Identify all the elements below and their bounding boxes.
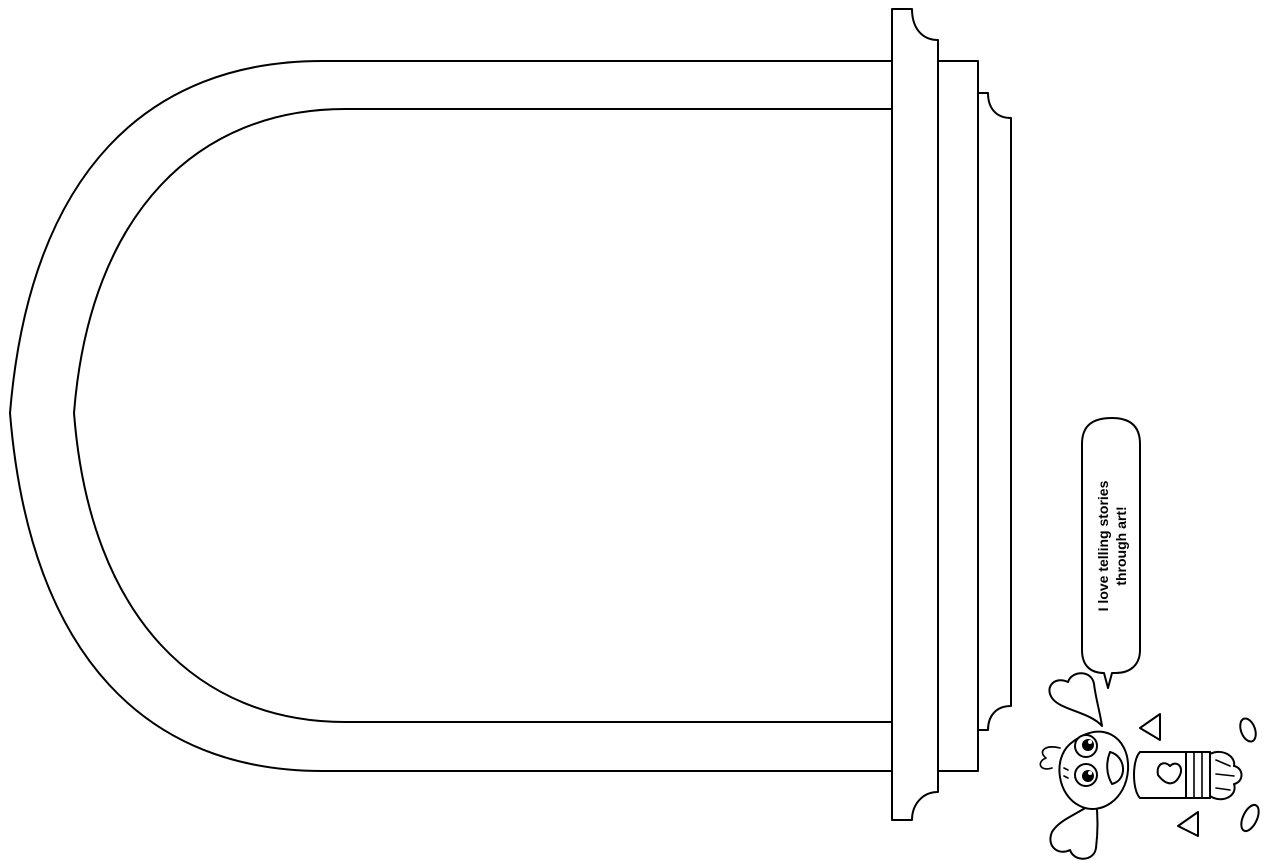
crayon-character	[1039, 672, 1260, 860]
speech-bubble-outline	[1081, 417, 1141, 689]
left-pupil	[1082, 739, 1094, 751]
arch-inner-outline	[73, 108, 893, 723]
arch-base-step	[937, 60, 979, 772]
right-eye-glint	[1088, 771, 1092, 775]
confetti-oval	[1240, 803, 1260, 833]
mouth	[1106, 751, 1124, 785]
arch-base-slab	[891, 8, 939, 821]
right-pupil	[1082, 770, 1094, 782]
cheek-mark	[1063, 767, 1069, 779]
heart-icon	[1048, 672, 1103, 727]
crayon-wrapper-stripes	[1193, 751, 1203, 799]
confetti-triangle	[1139, 713, 1161, 741]
left-eye-glint	[1088, 740, 1092, 744]
crayon-wrapper	[1185, 751, 1211, 799]
head-tuft	[1039, 746, 1061, 770]
arch-outer-outline	[9, 60, 893, 772]
confetti-triangle	[1177, 811, 1199, 837]
speech-bubble-line2: through art!	[1113, 506, 1129, 585]
crayon-end-lines	[1215, 759, 1235, 791]
arch-frame	[9, 8, 1012, 821]
arch-base-cap	[977, 92, 1012, 731]
heart-icon	[1156, 762, 1182, 785]
confetti-oval	[1239, 717, 1257, 743]
speech-bubble: I love telling stories through art!	[1081, 417, 1141, 689]
speech-bubble-line1: I love telling stories	[1095, 480, 1111, 611]
heart-icon	[1049, 799, 1099, 860]
